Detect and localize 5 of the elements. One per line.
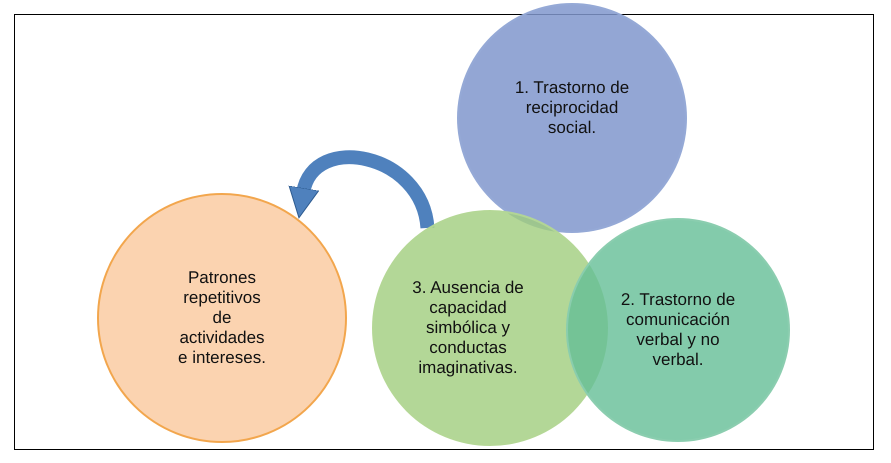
circle-label: 1. Trastorno de reciprocidad social. [514, 78, 630, 138]
circle-label: Patrones repetitivos de actividades e intereses. [177, 268, 267, 368]
curved-arrow [290, 150, 434, 230]
circle-label: 3. Ausencia de capacidad simbólica y conductas imaginativas. [411, 278, 525, 378]
circle-label: 2. Trastorno de comunicación verbal y no verbal. [620, 290, 736, 370]
